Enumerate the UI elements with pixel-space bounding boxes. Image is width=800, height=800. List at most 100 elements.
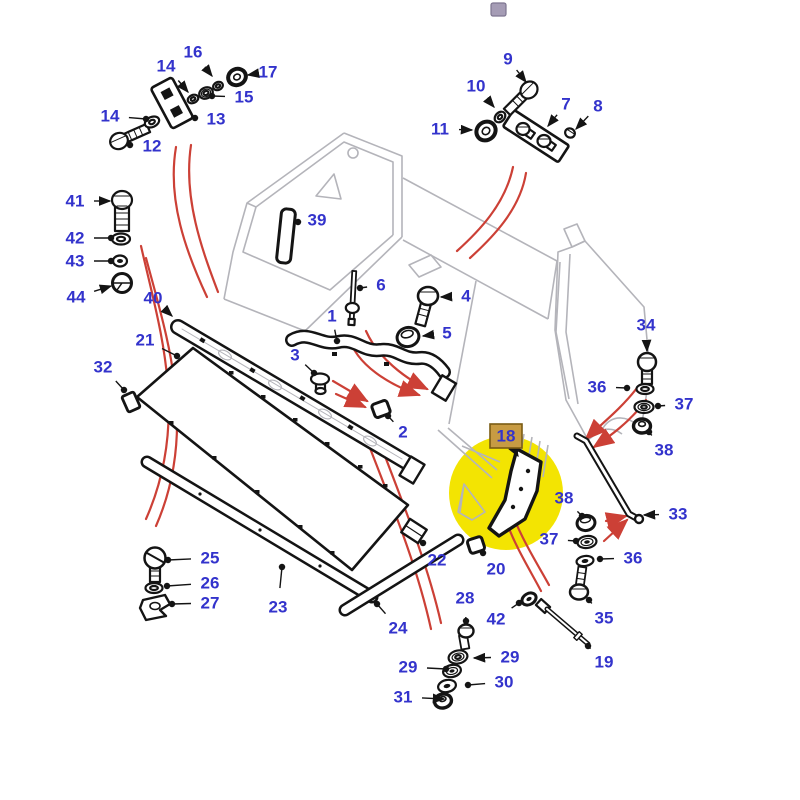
part-18-bracket: [487, 447, 543, 538]
part-label-14[interactable]: 14: [157, 57, 176, 76]
vehicle-body-outline: [223, 132, 651, 521]
leader-line-19: [584, 642, 592, 650]
part-label-41[interactable]: 41: [66, 192, 85, 211]
part-label-21[interactable]: 21: [136, 331, 155, 350]
bracket-bolt-a: [515, 121, 536, 140]
part-label-6[interactable]: 6: [376, 276, 385, 295]
part-label-5[interactable]: 5: [442, 324, 451, 343]
highlighted-label-badge[interactable]: [489, 423, 523, 449]
leader-line-30: [464, 681, 486, 689]
part-label-34[interactable]: 34: [637, 316, 656, 335]
part-3-grommet: [309, 372, 331, 396]
leader-line-37: [567, 537, 580, 545]
part-label-30[interactable]: 30: [495, 673, 514, 692]
part-label-19[interactable]: 19: [595, 653, 614, 672]
part-9-bolt: [502, 80, 539, 117]
part-2-ring: [370, 399, 392, 419]
part-label-33[interactable]: 33: [669, 505, 688, 524]
part-label-38[interactable]: 38: [555, 489, 574, 508]
part-17-bush: [226, 66, 248, 88]
part-37-washer-b: [576, 534, 598, 550]
leader-line-14: [128, 115, 150, 123]
part-label-28[interactable]: 28: [456, 589, 475, 608]
part-label-4[interactable]: 4: [461, 287, 471, 306]
part-label-27[interactable]: 27: [201, 594, 220, 613]
bracket-bolt-b: [536, 133, 557, 152]
part-label-9[interactable]: 9: [503, 50, 512, 69]
part-14-washer: [143, 115, 161, 129]
part-label-39[interactable]: 39: [308, 211, 327, 230]
part-label-11[interactable]: 11: [431, 120, 449, 139]
part-14-washer-2: [186, 93, 200, 105]
part-label-13[interactable]: 13: [207, 110, 226, 129]
part-28-bolt: [457, 623, 475, 651]
part-label-10[interactable]: 10: [467, 77, 486, 96]
part-label-8[interactable]: 8: [593, 97, 602, 116]
part-label-20[interactable]: 20: [487, 560, 506, 579]
part-10-washer: [493, 110, 507, 124]
leader-line-38: [645, 428, 653, 436]
part-20-ring: [465, 535, 487, 555]
part-label-36[interactable]: 36: [624, 549, 643, 568]
part-label-1[interactable]: 1: [327, 307, 336, 326]
part-label-25[interactable]: 25: [201, 549, 220, 568]
part-29-washer-a: [447, 649, 469, 665]
part-label-40[interactable]: 40: [144, 289, 163, 308]
part-43-nut: [111, 254, 129, 268]
part-36-washer-r: [635, 382, 655, 396]
part-label-15[interactable]: 15: [235, 88, 254, 107]
part-4-bolt: [414, 285, 440, 328]
part-label-36[interactable]: 36: [588, 378, 607, 397]
part-27-clip: [138, 593, 172, 622]
leader-line-21: [161, 347, 181, 360]
part-label-14[interactable]: 14: [101, 107, 120, 126]
leader-line-3: [304, 364, 318, 377]
part-label-2[interactable]: 2: [398, 423, 407, 442]
leader-line-25: [164, 556, 192, 564]
part-35-bolt: [568, 565, 590, 601]
part-label-29[interactable]: 29: [501, 648, 520, 667]
part-label-29[interactable]: 29: [399, 658, 418, 677]
part-label-38[interactable]: 38: [655, 441, 674, 460]
part-label-37[interactable]: 37: [540, 530, 559, 549]
part-32-ring: [120, 390, 142, 414]
part-label-16[interactable]: 16: [184, 43, 203, 62]
part-label-42[interactable]: 42: [66, 229, 85, 248]
part-11-bush: [474, 119, 498, 143]
part-1-crossmember: [285, 329, 458, 402]
part-label-31[interactable]: 31: [394, 688, 413, 707]
part-label-44[interactable]: 44: [67, 288, 86, 307]
leader-line-6: [356, 284, 368, 292]
part-38-nut-b: [575, 513, 597, 533]
part-15-washer: [198, 86, 214, 100]
part-label-37[interactable]: 37: [675, 395, 694, 414]
part-label-3[interactable]: 3: [290, 346, 299, 365]
part-label-32[interactable]: 32: [94, 358, 113, 377]
part-5-bush: [395, 325, 421, 349]
part-label-23[interactable]: 23: [269, 598, 288, 617]
page-marker: [490, 2, 507, 17]
leader-line-10: [483, 95, 495, 109]
part-label-42[interactable]: 42: [487, 610, 506, 629]
leader-line-7: [547, 114, 559, 128]
leader-line-44: [93, 284, 113, 295]
leader-line-1: [333, 329, 341, 345]
part-label-24[interactable]: 24: [389, 619, 408, 638]
part-label-26[interactable]: 26: [201, 574, 220, 593]
part-label-35[interactable]: 35: [595, 609, 614, 628]
part-41-bolt: [110, 189, 134, 233]
part-39-strip: [275, 207, 297, 265]
part-44-grommet: [111, 272, 133, 294]
part-label-22[interactable]: 22: [428, 551, 447, 570]
part-label-17[interactable]: 17: [259, 63, 278, 82]
leader-line-32: [115, 380, 128, 394]
part-label-12[interactable]: 12: [143, 137, 162, 156]
leader-line-14: [177, 80, 189, 94]
part-label-18[interactable]: 18: [497, 427, 516, 446]
part-23-sill: [140, 455, 379, 604]
part-36-washer-b: [575, 554, 595, 568]
part-label-7[interactable]: 7: [561, 95, 570, 114]
part-label-43[interactable]: 43: [66, 252, 85, 271]
